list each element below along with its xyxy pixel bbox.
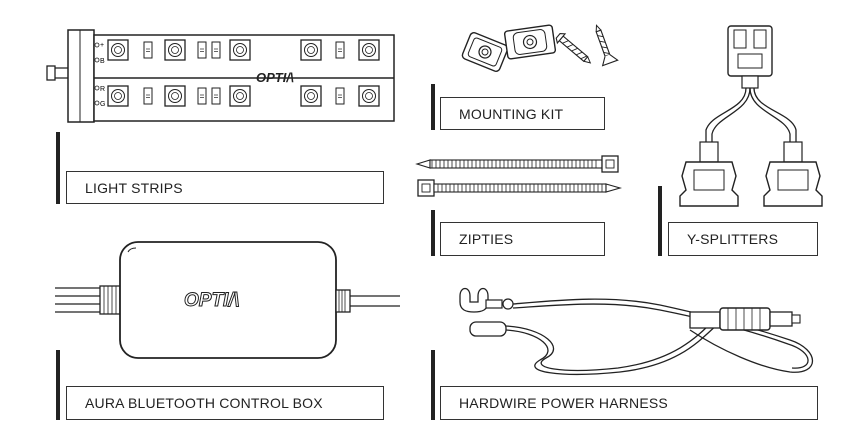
label-accent-bar [431, 84, 435, 130]
label-accent-bar [658, 186, 662, 256]
label-accent-bar [431, 350, 435, 420]
strip-pin-label: R [100, 86, 105, 93]
strip-pin-label: B [100, 58, 105, 65]
power-harness-label: HARDWIRE POWER HARNESS [440, 386, 818, 420]
strip-pin-label: + [100, 42, 104, 49]
strip-logo: OPTI/\ [256, 70, 294, 85]
light-strips-label: LIGHT STRIPS [66, 171, 384, 204]
mounting-kit-label: MOUNTING KIT [440, 97, 605, 130]
y-splitters-illustration [679, 25, 823, 207]
mounting-kit-label-text: MOUNTING KIT [459, 105, 564, 122]
y-splitters-label: Y-SPLITTERS [668, 222, 818, 256]
power-harness-label-text: HARDWIRE POWER HARNESS [459, 395, 668, 411]
light-strips-illustration: + B R G OPTI/\ [46, 29, 395, 123]
label-accent-bar [56, 350, 60, 420]
control-box-label-text: AURA BLUETOOTH CONTROL BOX [85, 395, 323, 411]
label-accent-bar [56, 132, 60, 204]
label-accent-bar [431, 210, 435, 256]
control-box-logo: OPTI/\ [184, 290, 239, 311]
control-box-label: AURA BLUETOOTH CONTROL BOX [66, 386, 384, 420]
control-box-illustration: OPTI/\ [55, 241, 400, 359]
light-strips-label-text: LIGHT STRIPS [85, 179, 183, 196]
zipties-illustration [415, 155, 623, 197]
strip-pin-label: G [100, 101, 105, 108]
mounting-kit-illustration [461, 24, 619, 72]
power-harness-illustration [459, 287, 814, 375]
zipties-label: ZIPTIES [440, 222, 605, 256]
y-splitters-label-text: Y-SPLITTERS [687, 231, 779, 247]
zipties-label-text: ZIPTIES [459, 231, 514, 247]
